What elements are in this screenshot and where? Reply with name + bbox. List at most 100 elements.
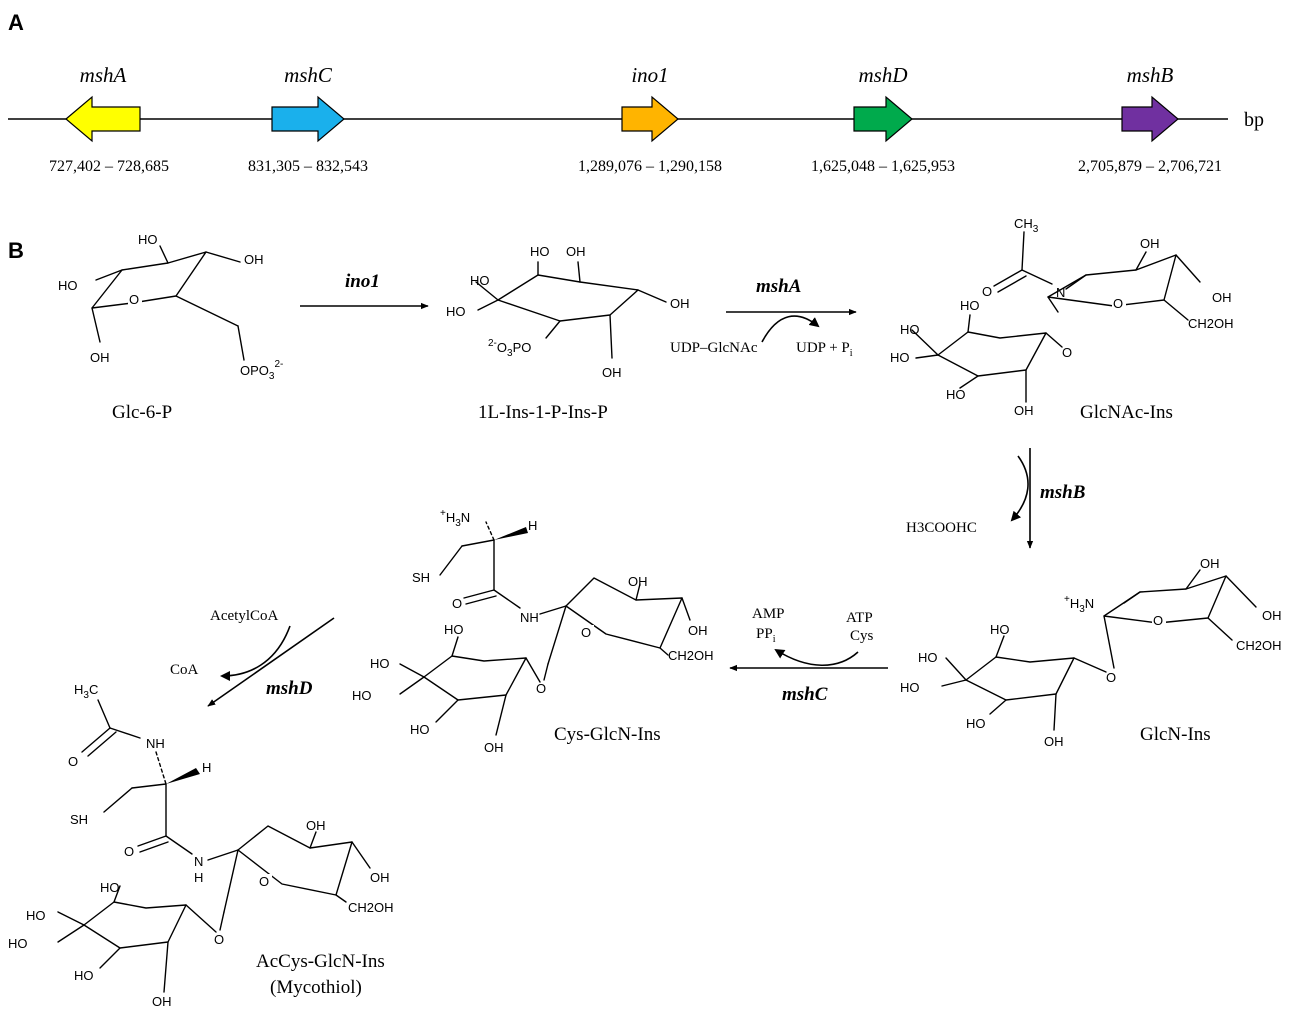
compound-name-glc6p: Glc-6-P	[112, 402, 172, 423]
svg-text:HO: HO	[918, 650, 938, 665]
svg-text:O: O	[1062, 345, 1072, 360]
svg-text:mshB: mshB	[1040, 482, 1085, 503]
gene-label-mshA: mshA	[80, 63, 127, 87]
svg-text:CH3: CH3	[1014, 216, 1039, 235]
gene-range-mshD: 1,625,048 – 1,625,953	[811, 158, 955, 175]
svg-text:mshA: mshA	[756, 276, 801, 297]
svg-text:ino1: ino1	[345, 271, 380, 292]
panel-label-a: A	[8, 10, 24, 35]
svg-text:OH: OH	[90, 350, 110, 365]
gene-range-mshB: 2,705,879 – 2,706,721	[1078, 158, 1222, 175]
svg-text:O: O	[259, 874, 269, 889]
svg-text:OH: OH	[484, 740, 504, 755]
svg-text:mshD: mshD	[266, 678, 313, 699]
svg-text:HO: HO	[58, 278, 78, 293]
svg-text:O: O	[982, 284, 992, 299]
svg-text:ATP: ATP	[846, 610, 873, 626]
compound-insp: HO OH HO HO OH 2-O3PO OH 1L-Ins-1-P-Ins-…	[446, 244, 690, 423]
svg-text:HO: HO	[26, 908, 46, 923]
gene-range-mshC: 831,305 – 832,543	[248, 158, 368, 175]
compound-glcnacins: O CH3 O N OH OH CH2OH O HO HO HO HO OH G…	[890, 216, 1234, 423]
svg-text:OH: OH	[670, 296, 690, 311]
reaction-mshC: mshC ATP Cys AMP PPi	[729, 606, 888, 705]
svg-text:OH: OH	[1140, 236, 1160, 251]
svg-text:OH: OH	[1262, 608, 1282, 623]
svg-text:CH2OH: CH2OH	[668, 648, 714, 663]
svg-text:O: O	[1153, 613, 1163, 628]
svg-text:O: O	[1106, 670, 1116, 685]
svg-text:PPi: PPi	[756, 626, 776, 645]
svg-text:HO: HO	[990, 622, 1010, 637]
gene-arrow-mshA	[65, 95, 141, 143]
gene-range-mshA: 727,402 – 728,685	[49, 158, 169, 175]
svg-text:2-O3PO: 2-O3PO	[488, 338, 531, 359]
svg-text:HO: HO	[138, 232, 158, 247]
svg-text:CH2OH: CH2OH	[348, 900, 394, 915]
svg-text:HO: HO	[890, 350, 910, 365]
compound-cysglcnins: O +H3N H SH O NH OH OH CH2OH O HO HO HO …	[352, 508, 714, 755]
svg-text:Cys: Cys	[850, 628, 874, 644]
svg-text:UDP–GlcNAc: UDP–GlcNAc	[670, 340, 758, 356]
svg-text:SH: SH	[70, 812, 88, 827]
svg-text:HO: HO	[446, 304, 466, 319]
svg-text:H3C: H3C	[74, 682, 98, 701]
svg-text:CH2OH: CH2OH	[1236, 638, 1282, 653]
reaction-mshD: mshD AcetylCoA CoA	[170, 608, 335, 707]
svg-text:H: H	[528, 518, 537, 533]
svg-text:mshC: mshC	[782, 684, 828, 705]
svg-text:H: H	[202, 760, 211, 775]
svg-text:O: O	[536, 681, 546, 696]
gene-arrow-mshC	[271, 95, 345, 143]
svg-text:O: O	[68, 754, 78, 769]
svg-text:OH: OH	[628, 574, 648, 589]
panel-label-b: B	[8, 238, 24, 263]
svg-text:HO: HO	[74, 968, 94, 983]
svg-text:NH: NH	[146, 736, 165, 751]
svg-text:HO: HO	[444, 622, 464, 637]
svg-text:OPO32-: OPO32-	[240, 359, 283, 382]
reaction-ino1: ino1	[300, 271, 429, 310]
svg-text:OH: OH	[152, 994, 172, 1009]
svg-text:AcetylCoA: AcetylCoA	[210, 608, 278, 624]
reaction-mshB: mshB H3COOHC	[906, 448, 1085, 549]
gene-arrows: mshA 727,402 – 728,685 mshC 831,305 – 832,5…	[49, 63, 1222, 175]
compound-name-insp: 1L-Ins-1-P-Ins-P	[478, 402, 608, 423]
compound-mycothiol: H3C O NH H SH O N H O OH OH CH2OH O	[8, 682, 394, 1009]
svg-text:+H3N: +H3N	[440, 508, 470, 529]
compound-note-mycothiol: (Mycothiol)	[270, 977, 362, 998]
svg-text:HO: HO	[100, 880, 120, 895]
svg-text:O: O	[129, 292, 139, 307]
svg-text:OH: OH	[1200, 556, 1220, 571]
svg-text:HO: HO	[966, 716, 986, 731]
svg-text:HO: HO	[946, 387, 966, 402]
svg-text:HO: HO	[410, 722, 430, 737]
svg-text:N: N	[194, 854, 203, 869]
svg-text:OH: OH	[602, 365, 622, 380]
compound-name-cysglcnins: Cys-GlcN-Ins	[554, 724, 661, 745]
gene-label-mshC: mshC	[284, 63, 333, 87]
svg-text:CoA: CoA	[170, 662, 199, 678]
svg-text:HO: HO	[530, 244, 550, 259]
compound-glcnins: O +H3N OH OH CH2OH O HO HO HO HO OH GlcN…	[900, 556, 1282, 749]
svg-text:OH: OH	[244, 252, 264, 267]
genome-unit-label: bp	[1244, 109, 1264, 131]
gene-arrow-mshB	[1121, 95, 1179, 143]
gene-label-mshD: mshD	[858, 63, 907, 87]
svg-text:CH2OH: CH2OH	[1188, 316, 1234, 331]
svg-text:HO: HO	[900, 322, 920, 337]
svg-text:OH: OH	[1212, 290, 1232, 305]
compound-name-glcnacins: GlcNAc-Ins	[1080, 402, 1173, 423]
compound-glc6p: O HO OH HO OH OPO32- Glc-6-P	[58, 232, 283, 423]
compound-name-glcnins: GlcN-Ins	[1140, 724, 1211, 745]
svg-text:HO: HO	[370, 656, 390, 671]
svg-text:OH: OH	[688, 623, 708, 638]
svg-text:H3COOHC: H3COOHC	[906, 520, 977, 536]
gene-label-mshB: mshB	[1127, 63, 1174, 87]
compound-name-mycothiol: AcCys-GlcN-Ins	[256, 951, 385, 972]
svg-text:N: N	[1056, 285, 1065, 300]
svg-text:OH: OH	[306, 818, 326, 833]
svg-text:HO: HO	[470, 273, 490, 288]
svg-text:OH: OH	[1014, 403, 1034, 418]
svg-text:O: O	[214, 932, 224, 947]
